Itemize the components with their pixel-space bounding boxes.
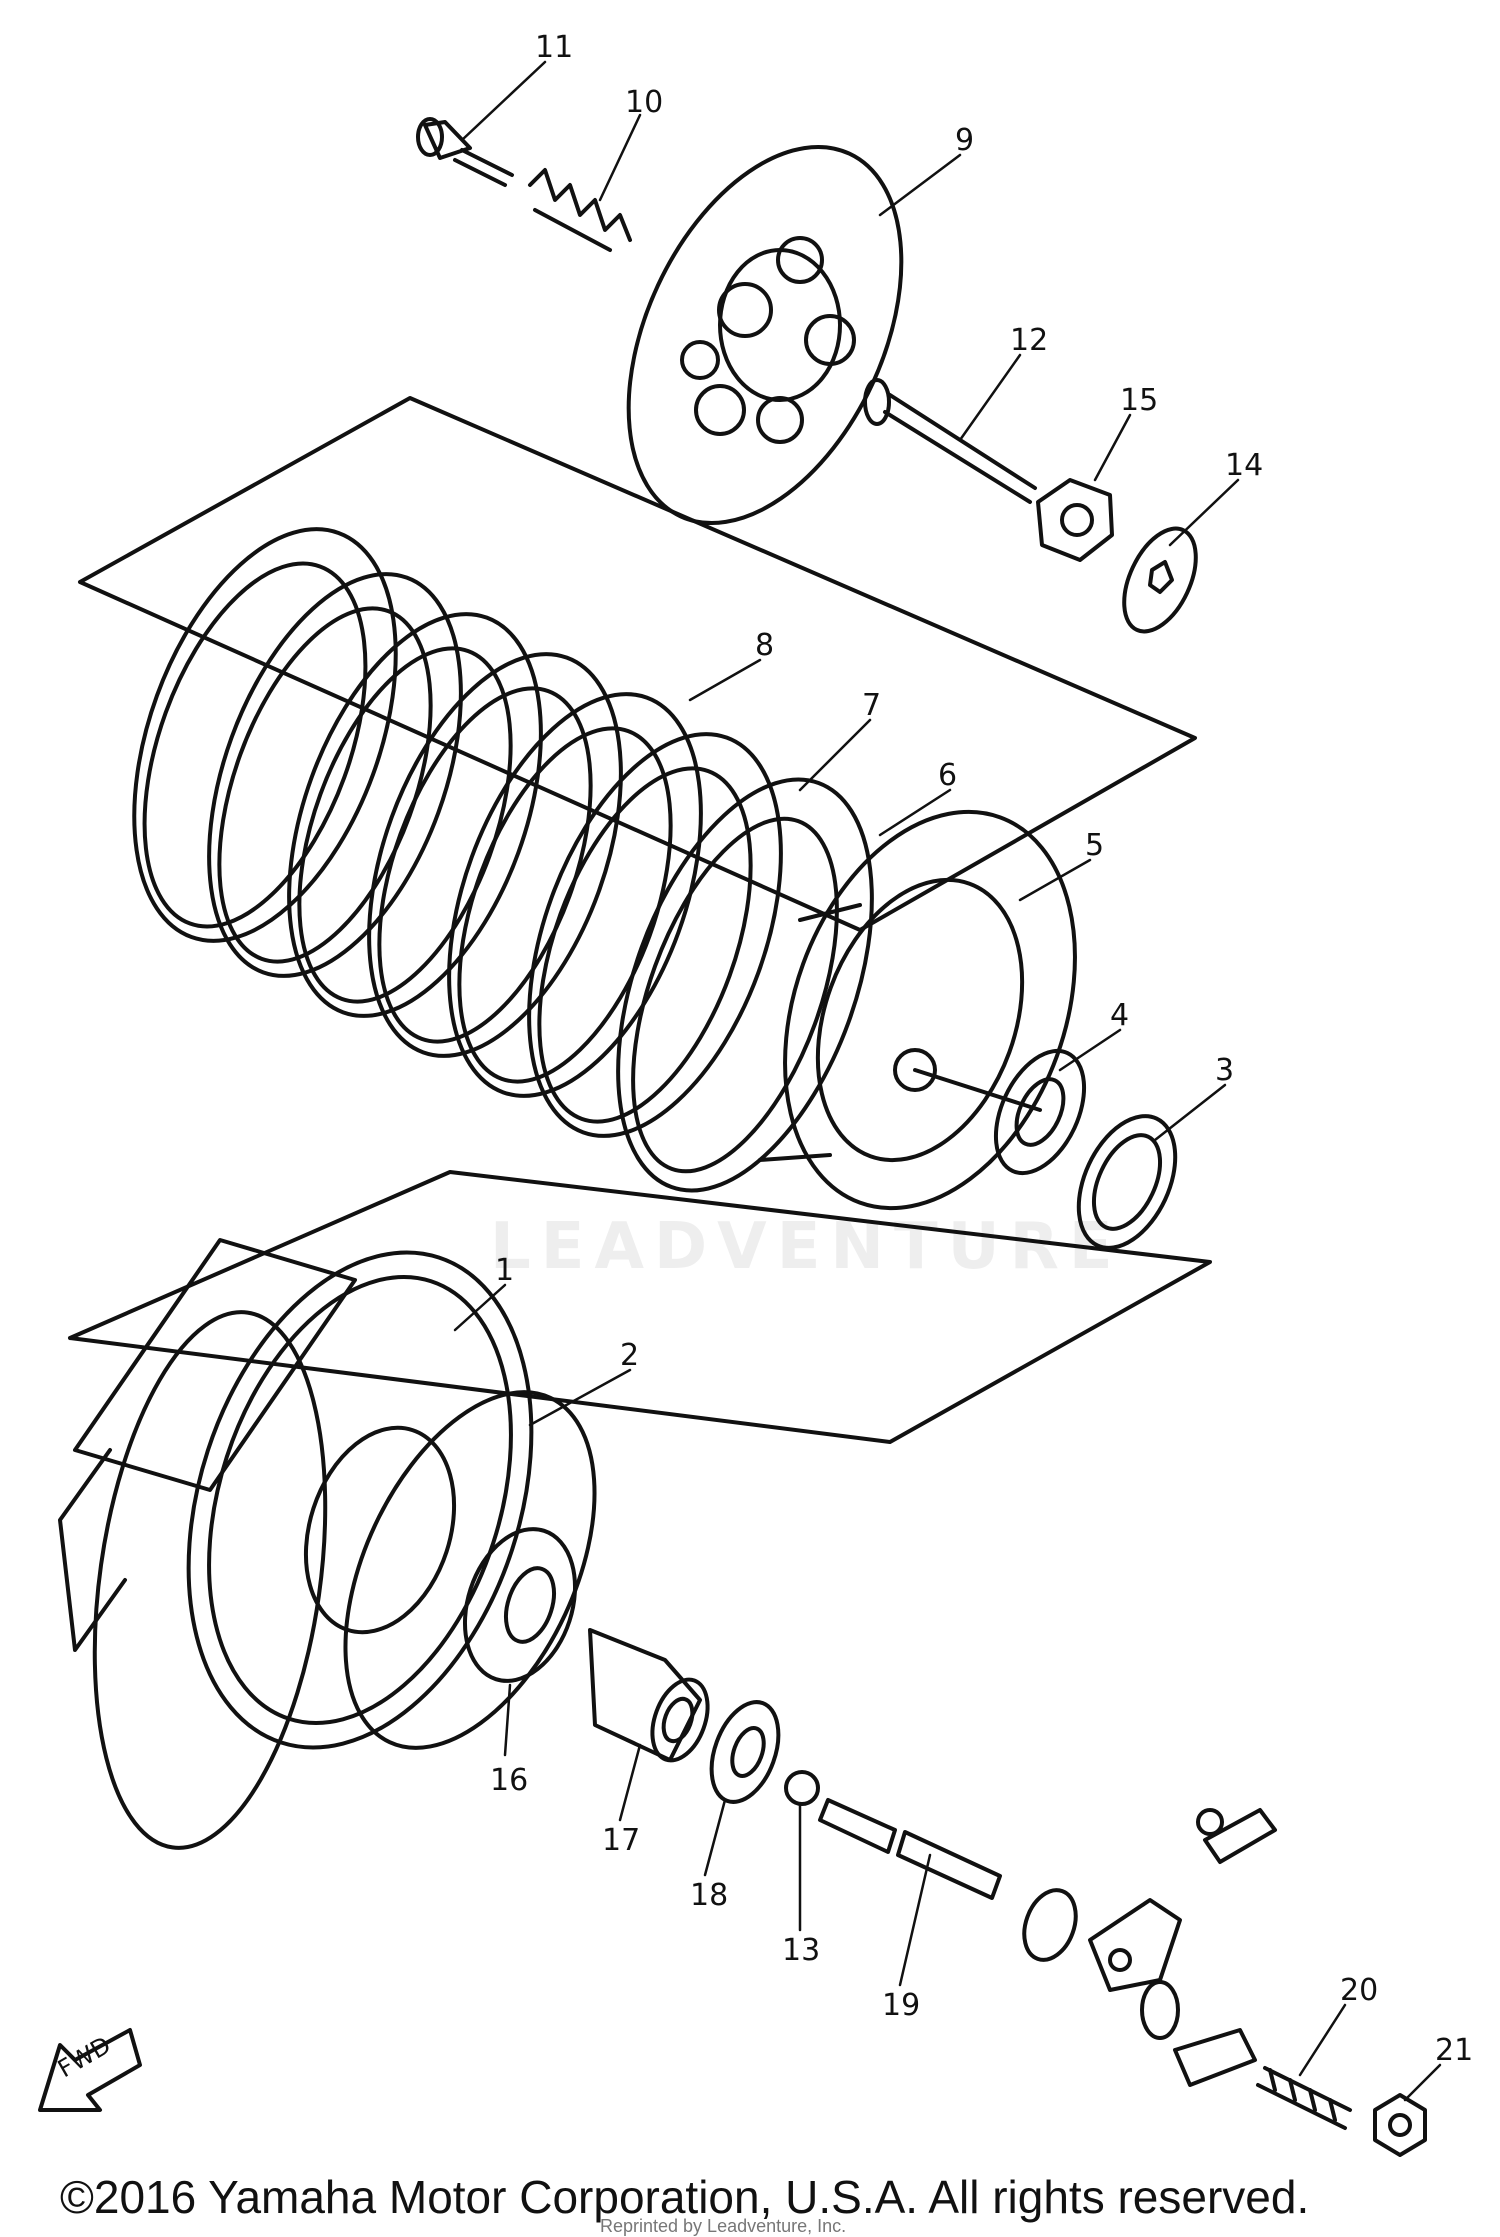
- callout-17: 17: [602, 1823, 640, 1858]
- callout-16: 16: [490, 1763, 528, 1798]
- callout-14: 14: [1225, 448, 1263, 483]
- callout-19: 19: [882, 1988, 920, 2023]
- part-14-lock-washer: [1122, 526, 1198, 634]
- part-5-clutch-boss: [758, 809, 1077, 1211]
- part-10-spring: [528, 168, 632, 252]
- clutch-plate-stack: [132, 527, 874, 1193]
- callout-7: 7: [862, 688, 881, 723]
- callout-5: 5: [1085, 828, 1104, 863]
- part-20-adjusting-screw: [1256, 2066, 1352, 2130]
- callout-1: 1: [495, 1253, 514, 1288]
- lower-group-bracket: [68, 1170, 1212, 1444]
- part-17-spacer: [588, 1628, 710, 1763]
- fwd-arrow-icon: [38, 2028, 142, 2112]
- part-18-washer: [709, 1700, 781, 1804]
- part-4-thrust-washer: [993, 1048, 1087, 1176]
- part-3-lock-washer: [1076, 1114, 1178, 1250]
- callout-6: 6: [938, 758, 957, 793]
- callout-11: 11: [535, 30, 573, 65]
- part-16-drive-gear: [462, 1527, 578, 1683]
- watermark: LEADVENTURE: [490, 1210, 1123, 1284]
- copyright-notice: ©2016 Yamaha Motor Corporation, U.S.A. A…: [60, 2171, 1310, 2223]
- callout-10: 10: [625, 85, 663, 120]
- callout-2: 2: [620, 1338, 639, 1373]
- reprint-notice: Reprinted by Leadventure, Inc.: [600, 2216, 847, 2236]
- part-13-ball: [784, 1770, 820, 1806]
- upper-group-bracket: [78, 396, 1197, 932]
- callout-15: 15: [1120, 383, 1158, 418]
- part-21-lock-nut: [1373, 2093, 1427, 2157]
- part-1-clutch-housing: [58, 1238, 534, 1850]
- part-11-bolt: [416, 117, 514, 187]
- callout-labels: 1 2 3 4 5 6 7 8 9 10 11 12 13 14 15 16 1…: [53, 30, 1473, 2083]
- callout-21: 21: [1435, 2033, 1473, 2068]
- callout-13: 13: [782, 1933, 820, 1968]
- part-15-nut: [1036, 478, 1114, 562]
- fwd-label: FWD: [53, 2031, 116, 2083]
- callout-4: 4: [1110, 998, 1129, 1033]
- push-lever-assembly: [1022, 1808, 1277, 2087]
- part-2-o-ring: [343, 1390, 597, 1750]
- callout-3: 3: [1215, 1053, 1234, 1088]
- callout-12: 12: [1010, 323, 1048, 358]
- callout-20: 20: [1340, 1973, 1378, 2008]
- callout-18: 18: [690, 1878, 728, 1913]
- callout-leaders: [453, 60, 1442, 2102]
- part-9-pressure-plate: [626, 145, 904, 525]
- callout-8: 8: [755, 628, 774, 663]
- part-19-push-rods: [818, 1798, 1002, 1900]
- part-12-push-rod: [863, 378, 1037, 504]
- callout-9: 9: [955, 123, 974, 158]
